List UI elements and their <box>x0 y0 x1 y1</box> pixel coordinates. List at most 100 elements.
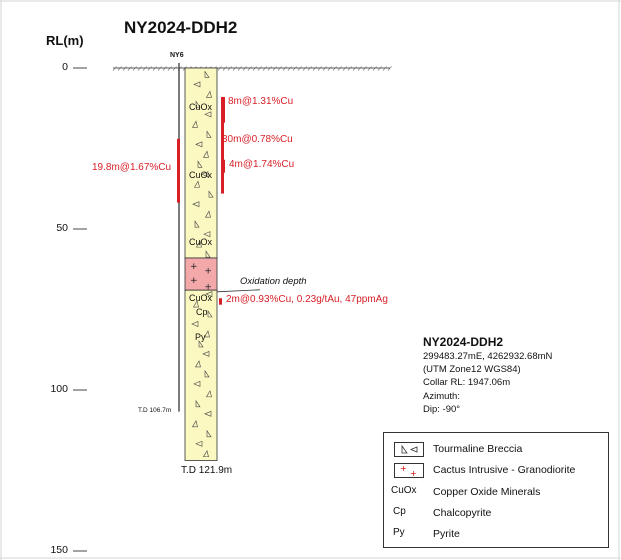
legend-item: + + Cactus Intrusive - Granodiorite <box>384 461 608 481</box>
breccia-fragment-symbol <box>191 420 198 428</box>
breccia-fragment-symbol <box>195 141 203 148</box>
ground-hatch <box>162 66 167 71</box>
breccia-fragment-symbol <box>195 399 201 408</box>
breccia-fragment-symbol <box>198 339 204 348</box>
ground-hatch <box>342 66 347 71</box>
granodiorite-interval <box>184 257 218 291</box>
ground-hatch <box>387 66 392 71</box>
mineral-label: CuOx <box>189 102 213 113</box>
info-azimuth: Azimuth: <box>423 390 460 402</box>
ground-hatch <box>117 66 122 71</box>
ground-hatch <box>112 66 117 71</box>
oxidation-leader <box>216 289 261 293</box>
breccia-fragment-symbol <box>204 369 210 378</box>
intersection-label: 2m@0.93%Cu, 0.23g/tAu, 47ppmAg <box>226 294 388 306</box>
ground-hatch <box>277 66 282 71</box>
breccia-fragment-symbol <box>202 350 210 357</box>
granodiorite-symbol: + <box>190 276 198 286</box>
legend-item: CuOx Copper Oxide Minerals <box>384 483 608 503</box>
depth-tick-label: 50 <box>56 222 68 234</box>
breccia-fragment-symbol <box>201 171 209 178</box>
ground-hatch <box>132 66 137 71</box>
ground-hatch <box>252 66 257 71</box>
legend-label: Tourmaline Breccia <box>433 443 523 455</box>
breccia-interval <box>184 289 218 461</box>
breccia-fragment-symbol <box>194 360 201 368</box>
ground-hatch <box>237 66 242 71</box>
ground-hatch <box>262 66 267 71</box>
legend: Tourmaline Breccia + + Cactus Intrusive … <box>383 432 609 548</box>
breccia-fragment-symbol <box>202 150 209 158</box>
assay-bar <box>221 96 224 194</box>
assay-bar <box>222 159 225 173</box>
legend-abbreviation: CuOx <box>391 485 417 496</box>
legend-abbreviation: Py <box>393 527 405 538</box>
breccia-fragment-symbol <box>204 210 211 218</box>
info-collar-rl: Collar RL: 1947.06m <box>423 377 511 389</box>
ground-hatch <box>317 66 322 71</box>
breccia-fragment-symbol <box>204 410 212 417</box>
breccia-fragment-symbol <box>193 380 201 387</box>
granodiorite-symbol: + <box>204 267 212 277</box>
ground-hatch <box>282 66 287 71</box>
ground-hatch <box>127 66 132 71</box>
legend-abbreviation: Cp <box>393 506 406 517</box>
granodiorite-swatch: + + <box>394 463 424 478</box>
legend-item: Tourmaline Breccia <box>384 440 608 460</box>
legend-label: Pyrite <box>433 528 460 540</box>
ground-hatch <box>272 66 277 71</box>
breccia-fragment-symbol <box>195 240 202 248</box>
ground-hatch <box>227 66 232 71</box>
ground-hatch <box>267 66 272 71</box>
oxidation-depth-label: Oxidation depth <box>240 275 307 287</box>
breccia-fragment-symbol <box>203 231 211 238</box>
breccia-fragment-symbol <box>195 440 203 447</box>
axis-label: RL(m) <box>46 33 84 48</box>
ground-hatch <box>167 66 172 71</box>
ground-hatch <box>222 66 227 71</box>
mineral-label: CuOx <box>189 293 213 304</box>
ground-hatch <box>357 66 362 71</box>
breccia-swatch <box>394 442 424 457</box>
granodiorite-symbol: + <box>204 283 212 293</box>
breccia-fragment-symbol <box>197 160 203 168</box>
ground-hatch <box>122 66 127 71</box>
ground-hatch <box>157 66 162 71</box>
info-dip: Dip: -90° <box>423 403 461 415</box>
breccia-fragment-symbol <box>204 111 212 118</box>
breccia-fragment-symbol <box>193 81 201 88</box>
legend-label: Copper Oxide Minerals <box>433 486 541 498</box>
assay-bars <box>177 96 225 305</box>
intersection-label: 8m@1.31%Cu <box>228 95 294 107</box>
breccia-fragment-symbol <box>203 330 210 338</box>
svg-text:+: + <box>410 469 417 477</box>
breccia-fragment-symbol <box>192 201 200 208</box>
assay-bar <box>177 138 180 203</box>
ground-hatch <box>377 66 382 71</box>
ground-hatch <box>137 66 142 71</box>
historic-hole-name: NY6 <box>170 52 184 59</box>
drillhole-column: + + + + <box>184 67 218 461</box>
mineral-label: CuOx <box>189 237 213 248</box>
breccia-fragment-symbol <box>206 130 212 138</box>
ground-hatch <box>292 66 297 71</box>
legend-item: Cp Chalcopyrite <box>384 504 608 524</box>
ground-hatch <box>302 66 307 71</box>
granodiorite-symbol: + <box>190 262 198 272</box>
breccia-fragment-symbol <box>208 190 214 198</box>
ground-hatch <box>242 66 247 71</box>
depth-axis <box>73 67 87 552</box>
legend-label: Cactus Intrusive - Granodiorite <box>433 464 576 476</box>
ground-hatch <box>147 66 152 71</box>
ground-hatch <box>347 66 352 71</box>
oxidation-depth-line <box>216 289 261 293</box>
mineral-label: Py <box>195 332 206 343</box>
figure-title: NY2024-DDH2 <box>124 18 238 37</box>
ground-hatch <box>152 66 157 71</box>
legend-label: Chalcopyrite <box>433 507 492 519</box>
breccia-fragment-symbol <box>205 390 212 398</box>
depth-tick-label: 100 <box>50 383 68 395</box>
ground-hatch <box>247 66 252 71</box>
